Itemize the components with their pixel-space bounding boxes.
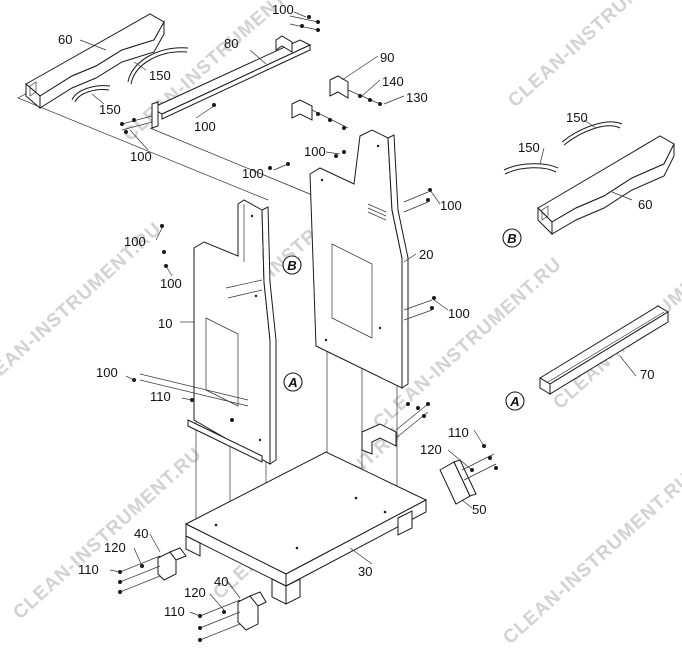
callout-150: 150 (566, 110, 588, 125)
foot-bracket-lower (199, 591, 267, 641)
callout-100: 100 (242, 166, 264, 181)
svg-text:A: A (287, 375, 297, 390)
base-platform (184, 451, 428, 605)
callout-30: 30 (358, 564, 372, 579)
marker-a-right: A (505, 391, 525, 411)
callout-40: 40 (134, 526, 148, 541)
callout-90: 90 (380, 50, 394, 65)
callout-70: 70 (640, 367, 654, 382)
callout-120: 120 (420, 442, 442, 457)
svg-text:B: B (507, 231, 516, 246)
callout-60: 60 (638, 197, 652, 212)
callout-100: 100 (304, 144, 326, 159)
callout-110: 110 (164, 604, 185, 619)
top-rail (121, 15, 381, 131)
marker-a-left: A (283, 372, 303, 392)
marker-b-right: B (502, 228, 522, 248)
bracket-fifty (439, 453, 497, 505)
part-callouts: 60 150 150 100 80 90 140 130 100 100 100… (58, 2, 654, 619)
top-crossbar-right (537, 135, 675, 236)
right-side-panel (309, 129, 433, 389)
callout-100: 100 (124, 234, 146, 249)
callout-120: 120 (184, 585, 206, 600)
callout-150: 150 (149, 68, 171, 83)
callout-100: 100 (440, 198, 462, 213)
svg-text:A: A (509, 394, 519, 409)
leader-lines (79, 11, 637, 617)
callout-50: 50 (472, 502, 486, 517)
top-crossbar-left (25, 13, 165, 110)
callout-150: 150 (99, 102, 121, 117)
marker-b-left: B (282, 255, 302, 275)
callout-140: 140 (382, 74, 404, 89)
watermark: CLEAN-INSTRUMENT.RU (9, 444, 206, 624)
left-side-panel (193, 199, 277, 465)
callout-100: 100 (272, 2, 294, 17)
callout-10: 10 (158, 316, 172, 331)
callout-110: 110 (78, 562, 99, 577)
lower-rail (539, 305, 669, 395)
callout-100: 100 (448, 306, 470, 321)
svg-text:B: B (287, 258, 296, 273)
callout-40: 40 (214, 574, 228, 589)
callout-130: 130 (406, 90, 428, 105)
callout-100: 100 (96, 365, 118, 380)
foot-bracket-upper (119, 547, 187, 593)
callout-120: 120 (104, 540, 126, 555)
cross-brace (139, 373, 263, 463)
callout-150: 150 (518, 140, 540, 155)
callout-100: 100 (194, 119, 216, 134)
curved-bands-right (503, 121, 623, 175)
callout-100: 100 (160, 276, 182, 291)
watermark: CLEAN-INSTRUMENT.RU (499, 469, 682, 649)
callout-80: 80 (224, 36, 238, 51)
callout-110: 110 (150, 389, 171, 404)
assembly-markers: B A B A (282, 228, 525, 411)
callout-110: 110 (448, 425, 469, 440)
callout-20: 20 (419, 247, 433, 262)
curved-bands-left (71, 47, 189, 103)
right-bracket (361, 403, 429, 455)
callout-60: 60 (58, 32, 72, 47)
watermark: CLEAN-INSTRUMENT.RU (504, 0, 682, 112)
callout-100: 100 (130, 149, 152, 164)
